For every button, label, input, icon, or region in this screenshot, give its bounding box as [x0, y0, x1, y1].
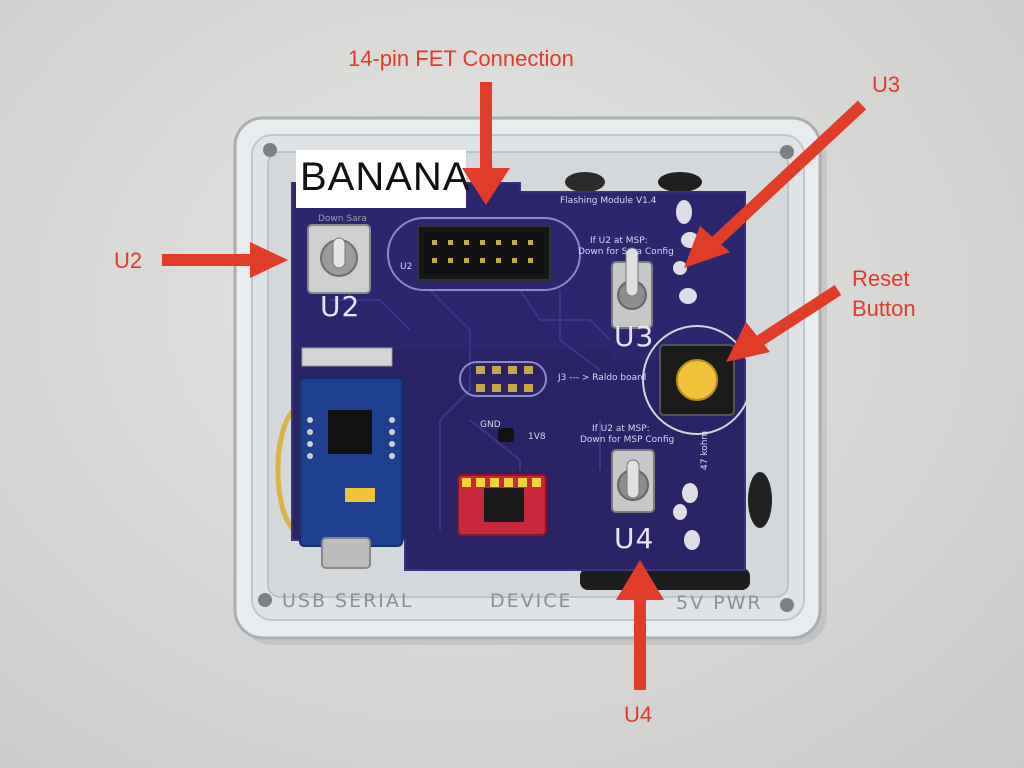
- banana-label-text: BANANA: [300, 155, 471, 199]
- usb-serial-pins: [307, 417, 395, 459]
- u3-config-note-1: If U2 at MSP:: [590, 236, 648, 246]
- u3-config-note-2: Down for Sara Config: [578, 247, 674, 257]
- reset-button-ring: [642, 325, 752, 435]
- usb-serial-board: [299, 377, 403, 547]
- arrow-reset-shaft: [754, 284, 842, 348]
- v18-label: 1V8: [528, 432, 546, 442]
- serial-pin-header: [301, 347, 393, 367]
- banana-label-tag: [296, 150, 466, 208]
- u4-config-note-1: If U2 at MSP:: [592, 424, 650, 434]
- wire-top-left: [565, 172, 605, 192]
- toggle-u2-lever: [332, 237, 346, 269]
- j3-label: J3 --- > Raldo board: [558, 373, 647, 383]
- screw-top-right: [780, 145, 794, 159]
- callout-u4: U4: [624, 702, 653, 727]
- toggle-u3-lever: [625, 247, 639, 297]
- u2-small-label: U2: [400, 262, 413, 272]
- down-sara-label: Down Sara: [318, 214, 367, 224]
- white-paint-marks: [673, 200, 700, 550]
- wire-top-right: [658, 172, 702, 192]
- arrow-reset-head: [726, 322, 770, 362]
- wire-right: [748, 472, 772, 528]
- voltage-jumper: [345, 488, 375, 502]
- gnd-label: GND: [480, 420, 501, 430]
- case-label-pwr: 5V PWR: [676, 592, 763, 614]
- level-shifter-chip: [484, 488, 524, 522]
- arrow-fet-head: [462, 168, 510, 205]
- j3-pads: [476, 366, 533, 392]
- pcb-traces: [330, 289, 611, 530]
- level-shifter-pins: [462, 478, 541, 487]
- callout-reset-line2: Button: [852, 296, 916, 321]
- ftdi-chip: [328, 410, 372, 454]
- board-title: Flashing Module V1.4: [560, 196, 657, 206]
- j3-outline: [459, 361, 547, 397]
- arrow-u2-shaft: [162, 254, 252, 266]
- screw-bottom-left: [258, 593, 272, 607]
- screw-top-left: [263, 143, 277, 157]
- u4-config-note-2: Down for MSP Config: [580, 435, 675, 445]
- arrow-u4-head: [616, 560, 664, 600]
- toggle-u4-lever: [626, 459, 640, 499]
- regulator-chip: [498, 428, 514, 442]
- arrow-fet-shaft: [480, 82, 492, 172]
- callout-reset-line1: Reset: [852, 266, 910, 291]
- callout-fet-connection: 14-pin FET Connection: [348, 46, 574, 71]
- resistor-label: 47 kohm: [700, 430, 710, 470]
- callout-u3: U3: [872, 72, 901, 97]
- silk-u4: U4: [614, 522, 655, 555]
- arrow-u3-head: [684, 226, 730, 268]
- callout-arrows: [162, 82, 867, 690]
- power-jack-base: [580, 568, 750, 590]
- usb-c-port: [321, 537, 371, 569]
- arrow-u3-shaft: [707, 100, 867, 250]
- silk-u2: U2: [320, 290, 361, 323]
- case-label-usb-serial: USB SERIAL: [282, 590, 414, 612]
- arrow-u2-head: [250, 242, 288, 278]
- callout-u2: U2: [114, 248, 143, 273]
- reset-button-cap: [676, 359, 718, 401]
- screw-bottom-right: [780, 598, 794, 612]
- silk-u3: U3: [614, 320, 655, 353]
- arrow-u4-shaft: [634, 598, 646, 690]
- case-label-device: DEVICE: [490, 590, 573, 612]
- fet-header-outline: [387, 217, 581, 291]
- fet-header-pins: [432, 240, 533, 263]
- fet-header-socket: [424, 232, 544, 274]
